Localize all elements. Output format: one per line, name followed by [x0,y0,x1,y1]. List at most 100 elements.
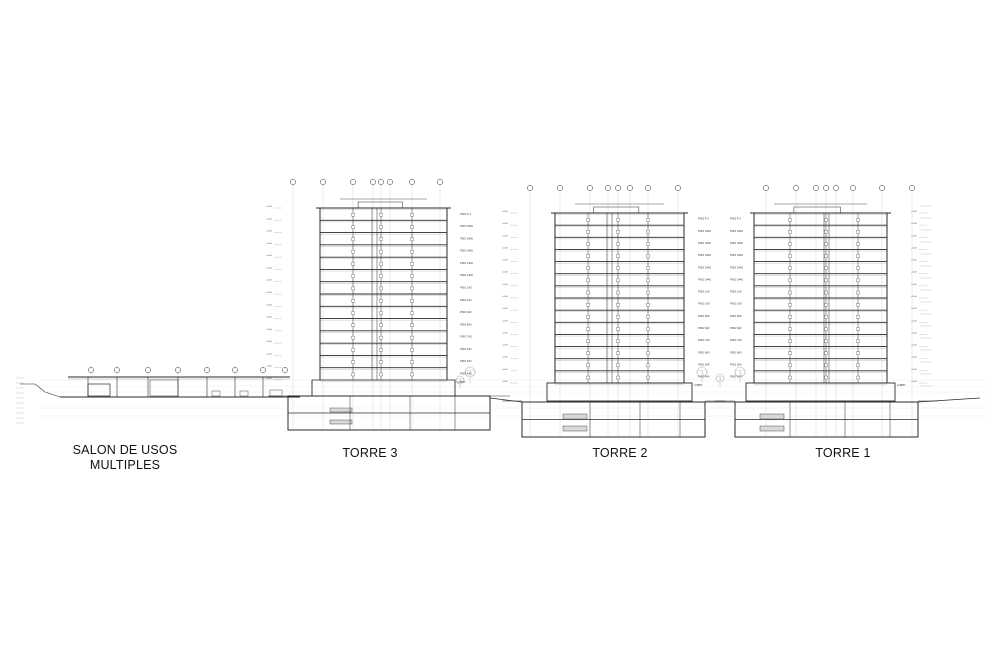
door-opening [586,230,590,234]
floor-label: PISO P-1 [698,217,710,221]
door-opening [616,315,620,319]
grid-bubble [88,367,94,373]
floor-label: PISO 14A0 [698,277,712,281]
grid-bubble [350,179,356,185]
door-opening [586,218,590,222]
door-opening [351,335,355,340]
door-opening [379,213,383,217]
floor-label: PISO 18A0 [698,241,712,245]
floor-label: PISO 18A0 [460,224,474,228]
lobby-level [311,379,456,397]
level-mark-text: +0.00 [911,260,917,262]
level-mark-text: +0.00 [502,369,508,371]
door-opening [410,335,414,340]
door-opening [788,303,792,307]
door-opening [379,372,383,377]
door-opening [788,254,792,258]
door-opening [410,299,414,303]
level-mark-text: +0.00 [502,260,508,262]
grid-bubble [409,179,415,185]
floor-label: PISO 18A0 [730,229,744,233]
level-mark-text: +0.00 [502,284,508,286]
door-opening [410,311,414,315]
level-mark-text: +0.00 [502,272,508,274]
level-mark-text: +0.00 [911,247,917,249]
floor-label: PISO 8A0 [730,326,742,330]
door-opening [646,266,650,270]
door-opening [646,303,650,307]
door-opening [586,315,590,319]
floor-label: PISO 1A0 [730,290,742,294]
floor-label: PISO 5A0 [730,362,742,366]
level-mark-text: +0.00 [911,223,917,225]
parking-ramp [562,413,588,420]
door-opening [586,242,590,246]
floor-label: PISO 7A0 [460,335,472,339]
floor-label: PISO 4A0 [730,375,742,379]
grid-bubble [823,185,829,191]
grid-bubble [627,185,633,191]
door-opening [616,242,620,246]
door-opening [824,339,828,343]
grid-bubble [387,179,393,185]
level-mark-text: +0.00 [266,341,272,343]
level-mark-text: +0.00 [266,255,272,257]
parking-ramp [329,407,353,413]
level-mark-text: +0.00 [266,353,272,355]
door-opening [586,290,590,295]
level-mark-text: +0.00 [502,320,508,322]
door-opening [856,254,860,258]
level-mark-text: +0.00 [502,381,508,383]
caption-salon-usos-multiples: SALON DE USOS MULTIPLES [60,443,190,473]
door-opening [824,278,828,283]
level-mark-text: +0.00 [911,332,917,334]
door-opening [586,278,590,283]
parking-ramp [562,425,588,432]
lobby-label: LOBBY [457,380,466,384]
door-opening [856,339,860,343]
parking-ramp [759,413,785,420]
floor-label: PISO 14A0 [730,265,744,269]
grid-bubble [145,367,151,373]
door-opening [379,262,383,266]
door-opening [788,278,792,283]
door-opening [351,348,355,352]
grid-bubble [850,185,856,191]
door-opening [856,230,860,234]
door-opening [351,249,355,254]
door-opening [824,230,828,234]
door-opening [586,303,590,307]
level-mark-text: +0.00 [911,296,917,298]
level-mark-text: +0.00 [266,280,272,282]
roof-mechanical [357,201,403,209]
door-opening [616,375,620,380]
door-opening [856,303,860,307]
door-opening [410,262,414,266]
level-mark-text: +0.00 [911,235,917,237]
lobby-label: LOBBY [897,383,906,387]
level-mark-text: +0.00 [502,332,508,334]
grid-bubble [793,185,799,191]
level-mark-text: +0.00 [911,284,917,286]
door-opening [351,213,355,217]
door-opening [410,372,414,377]
door-opening [646,339,650,343]
door-opening [351,299,355,303]
door-opening [379,323,383,327]
door-opening [351,360,355,364]
door-opening [616,290,620,295]
door-opening [824,242,828,246]
floor-label: PISO 1A0 [698,290,710,294]
door-opening [379,299,383,303]
level-mark-text: +0.00 [266,304,272,306]
grid-bubble [282,367,288,373]
door-opening [788,339,792,343]
door-opening [410,249,414,254]
grid-bubble [813,185,819,191]
floor-label: PISO 14A0 [698,265,712,269]
door-opening [646,278,650,283]
level-mark-text: +0.00 [911,357,917,359]
door-opening [824,218,828,222]
grid-bubble [320,179,326,185]
